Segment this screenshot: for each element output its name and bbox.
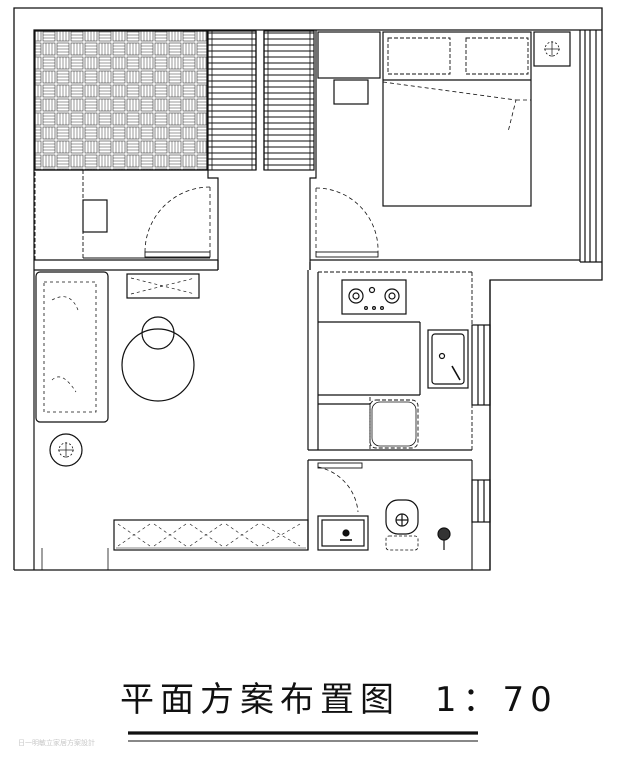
living-walls [217, 260, 309, 550]
bathroom-window [471, 479, 491, 523]
bedroom-window [579, 29, 602, 263]
tv-cabinet [126, 273, 200, 299]
bathroom-basin [317, 515, 369, 551]
drawing-title: 平面方案布置图 1：70 [120, 672, 552, 721]
bedside-table [533, 31, 571, 67]
toilet [385, 499, 419, 551]
wardrobe-left [207, 30, 257, 171]
bathroom-door [317, 462, 363, 513]
shoe-cabinet [113, 519, 309, 551]
bedroom-desk [317, 31, 381, 105]
study-parquet-floor [34, 30, 208, 171]
study-door [144, 186, 211, 258]
wardrobe-right [263, 30, 315, 171]
study-desk [34, 169, 210, 261]
kitchen-walls [307, 262, 491, 570]
dining-table [121, 316, 195, 402]
watermark: 日一明敏立家居方案設計 [18, 739, 95, 747]
fridge-cabinet [317, 394, 419, 451]
gas-stove [341, 279, 407, 315]
double-bed [382, 31, 532, 207]
kitchen-window [471, 324, 491, 406]
drawing-title-text: 平面方案布置图 [120, 680, 400, 720]
plant-pot [49, 433, 83, 467]
bedroom-door [315, 187, 379, 258]
kitchen-sink [427, 329, 469, 389]
drawing-scale: 1：70 [434, 680, 558, 720]
title-underline [128, 731, 478, 742]
floor-drain [437, 527, 451, 550]
sofa [35, 271, 109, 423]
